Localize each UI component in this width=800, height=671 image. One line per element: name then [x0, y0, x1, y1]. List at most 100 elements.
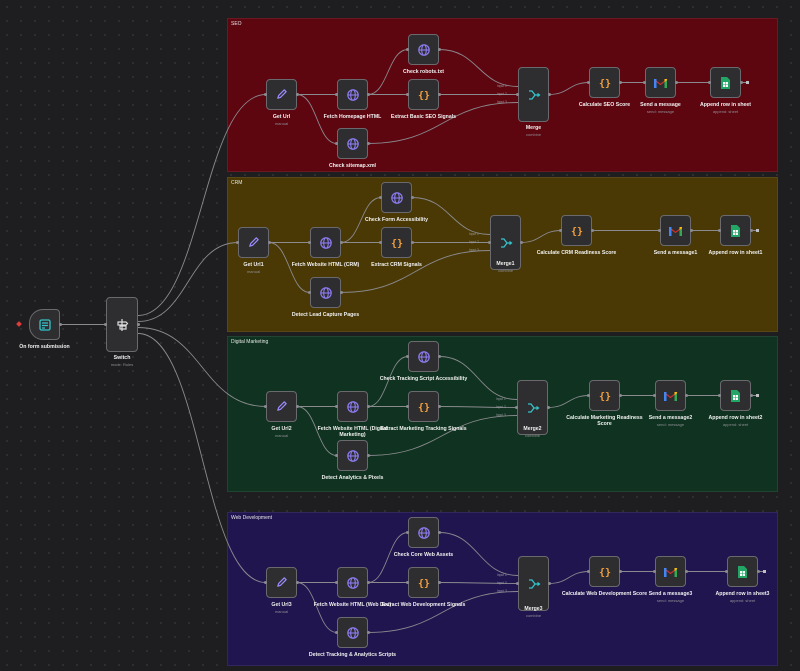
node-seo-send[interactable] — [645, 67, 676, 98]
node-seo-fetch[interactable] — [337, 79, 368, 110]
node-wd-merge[interactable] — [518, 556, 549, 611]
input-port[interactable] — [718, 394, 721, 397]
group-seo[interactable]: SEO — [227, 18, 778, 172]
node-wd-scripts[interactable] — [337, 617, 368, 648]
input-port[interactable] — [104, 323, 107, 326]
add-node-icon[interactable] — [763, 570, 766, 573]
add-node-icon[interactable] — [756, 229, 759, 232]
input-port[interactable] — [515, 406, 518, 409]
input-port[interactable] — [406, 531, 409, 534]
output-port[interactable] — [296, 93, 299, 96]
node-dm-send[interactable] — [655, 380, 686, 411]
node-seo-append[interactable] — [710, 67, 741, 98]
node-wd-append[interactable] — [727, 556, 758, 587]
output-port[interactable] — [438, 355, 441, 358]
node-crm-calc[interactable]: {} — [561, 215, 592, 246]
input-port[interactable] — [335, 405, 338, 408]
node-switch[interactable] — [106, 297, 138, 352]
input-port[interactable] — [587, 81, 590, 84]
output-port[interactable] — [619, 394, 622, 397]
add-node-icon[interactable] — [746, 81, 749, 84]
input-port[interactable] — [406, 93, 409, 96]
output-port[interactable] — [685, 570, 688, 573]
output-port[interactable] — [438, 48, 441, 51]
output-port[interactable] — [367, 93, 370, 96]
input-port[interactable] — [335, 631, 338, 634]
input-port[interactable] — [406, 48, 409, 51]
output-port[interactable] — [340, 291, 343, 294]
output-port[interactable] — [757, 570, 760, 573]
input-port[interactable] — [379, 196, 382, 199]
input-port[interactable] — [725, 570, 728, 573]
input-port[interactable] — [587, 570, 590, 573]
output-port[interactable] — [367, 631, 370, 634]
input-port[interactable] — [653, 394, 656, 397]
input-port[interactable] — [708, 81, 711, 84]
input-port[interactable] — [516, 582, 519, 585]
input-port[interactable] — [559, 229, 562, 232]
node-dm-tracking[interactable] — [408, 341, 439, 372]
input-port[interactable] — [236, 241, 239, 244]
output-port[interactable] — [438, 93, 441, 96]
input-port[interactable] — [379, 241, 382, 244]
add-node-icon[interactable] — [756, 394, 759, 397]
node-wd-calc[interactable]: {} — [589, 556, 620, 587]
node-crm-send[interactable] — [660, 215, 691, 246]
input-port[interactable] — [264, 581, 267, 584]
node-wd-core[interactable] — [408, 517, 439, 548]
output-port[interactable] — [411, 196, 414, 199]
output-port[interactable] — [367, 142, 370, 145]
input-port[interactable] — [658, 229, 661, 232]
input-port[interactable] — [264, 93, 267, 96]
group-digital-marketing[interactable]: Digital Marketing — [227, 336, 778, 492]
node-dm-extract[interactable]: {} — [408, 391, 439, 422]
output-port[interactable] — [296, 581, 299, 584]
output-port[interactable] — [340, 241, 343, 244]
output-port[interactable] — [438, 531, 441, 534]
input-port[interactable] — [488, 241, 491, 244]
output-port[interactable] — [548, 582, 551, 585]
input-port[interactable] — [718, 229, 721, 232]
output-port[interactable] — [438, 581, 441, 584]
node-dm-analytics[interactable] — [337, 440, 368, 471]
output-port[interactable] — [367, 454, 370, 457]
input-port[interactable] — [308, 241, 311, 244]
output-port[interactable] — [675, 81, 678, 84]
input-port[interactable] — [335, 454, 338, 457]
group-web-development[interactable]: Web Development — [227, 512, 778, 666]
node-seo-sitemap[interactable] — [337, 128, 368, 159]
output-port[interactable] — [619, 81, 622, 84]
node-wd-extract[interactable]: {} — [408, 567, 439, 598]
node-crm-fetch[interactable] — [310, 227, 341, 258]
node-seo-get[interactable] — [266, 79, 297, 110]
input-port[interactable] — [643, 81, 646, 84]
input-port[interactable] — [406, 581, 409, 584]
input-port[interactable] — [653, 570, 656, 573]
output-port[interactable] — [690, 229, 693, 232]
node-seo-extract[interactable]: {} — [408, 79, 439, 110]
input-port[interactable] — [335, 93, 338, 96]
output-port[interactable] — [296, 405, 299, 408]
node-crm-lead[interactable] — [310, 277, 341, 308]
input-port[interactable] — [335, 581, 338, 584]
output-port[interactable] — [367, 405, 370, 408]
input-port[interactable] — [406, 355, 409, 358]
node-crm-extract[interactable]: {} — [381, 227, 412, 258]
input-port[interactable] — [587, 394, 590, 397]
node-crm-get[interactable] — [238, 227, 269, 258]
output-port[interactable] — [438, 405, 441, 408]
input-port[interactable] — [264, 405, 267, 408]
output-port[interactable] — [591, 229, 594, 232]
node-dm-calc[interactable]: {} — [589, 380, 620, 411]
output-port[interactable] — [548, 93, 551, 96]
node-crm-form[interactable] — [381, 182, 412, 213]
output-port[interactable] — [268, 241, 271, 244]
output-port[interactable] — [59, 323, 62, 326]
node-crm-append[interactable] — [720, 215, 751, 246]
node-wd-fetch[interactable] — [337, 567, 368, 598]
node-seo-robots[interactable] — [408, 34, 439, 65]
output-port[interactable] — [740, 81, 743, 84]
input-port[interactable] — [335, 142, 338, 145]
node-dm-fetch[interactable] — [337, 391, 368, 422]
output-port[interactable] — [367, 581, 370, 584]
